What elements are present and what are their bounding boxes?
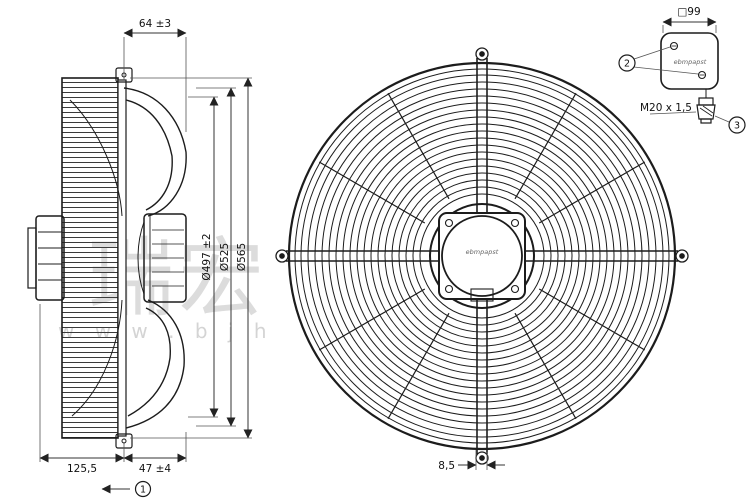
fan-blades-profile <box>69 87 187 429</box>
box-screw-icon <box>669 41 679 51</box>
housing-finned-body <box>61 77 119 439</box>
terminal-box-detail: □99 ebmpapst 2 <box>618 6 746 134</box>
airflow-direction: 1 <box>101 480 152 498</box>
callout-3-label: 3 <box>734 121 740 132</box>
dim-guard-offset: 8,5 <box>438 450 505 472</box>
callout-1-label: 1 <box>140 485 146 496</box>
box-screw-icon <box>697 70 707 80</box>
callout-screws: 2 <box>618 46 699 75</box>
callout-2-label: 2 <box>624 59 630 70</box>
dim-dia-mid: Ø525 <box>196 87 236 427</box>
dim-length-total: 125,5 <box>39 304 125 475</box>
dim-dia-mid-label: Ø525 <box>219 243 231 271</box>
hub-inner-circle <box>441 215 523 297</box>
housing-flange <box>117 79 127 437</box>
dim-dia-outer: Ø565 <box>130 77 253 439</box>
dim-dia-impeller: Ø497 ±2 <box>188 96 219 418</box>
front-view: ebmpapst 8,5 <box>275 47 689 472</box>
callout-3-circle <box>728 116 746 134</box>
box-brand-label: ebmpapst <box>674 58 707 66</box>
dim-box-size-label: □99 <box>677 6 700 18</box>
dim-dia-outer-label: Ø565 <box>236 243 248 271</box>
cable-gland <box>696 89 716 124</box>
hub-cable-exit <box>470 288 494 302</box>
side-view: 64 ±3 Ø497 ±2 Ø525 Ø565 125,5 <box>27 18 253 498</box>
dim-length-flange-label: 47 ±4 <box>139 463 171 475</box>
dim-box-size: □99 <box>662 6 717 33</box>
callout-2-circle <box>618 54 636 72</box>
gland-thread-label: M20 x 1,5 <box>640 102 692 114</box>
plate-screw-icon <box>444 284 454 294</box>
terminal-box: ebmpapst <box>660 32 719 90</box>
center-plate: ebmpapst <box>438 212 526 302</box>
plate-screw-icon <box>444 218 454 228</box>
gland-thread-label-group: M20 x 1,5 <box>640 102 697 115</box>
callout-1-circle <box>134 480 152 498</box>
callout-gland: 3 <box>714 115 746 134</box>
motor-hub-circle <box>429 203 535 309</box>
dim-dia-impeller-label: Ø497 ±2 <box>201 233 213 280</box>
motor-hub <box>27 215 65 301</box>
dim-depth-top: 64 ±3 <box>123 18 187 132</box>
guard-grille-rings <box>287 61 677 451</box>
guard-cross-bars <box>286 58 678 454</box>
dim-length-total-label: 125,5 <box>67 463 97 475</box>
impeller-hub <box>143 213 187 303</box>
dim-guard-offset-label: 8,5 <box>438 460 455 472</box>
dim-depth-top-label: 64 ±3 <box>139 18 171 30</box>
dim-length-flange: 47 ±4 <box>123 432 187 475</box>
brand-label: ebmpapst <box>466 248 499 256</box>
guard-outer-rim <box>287 61 677 451</box>
guard-diagonal-struts <box>318 92 646 420</box>
plate-screw-icon <box>510 284 520 294</box>
plate-screw-icon <box>510 218 520 228</box>
